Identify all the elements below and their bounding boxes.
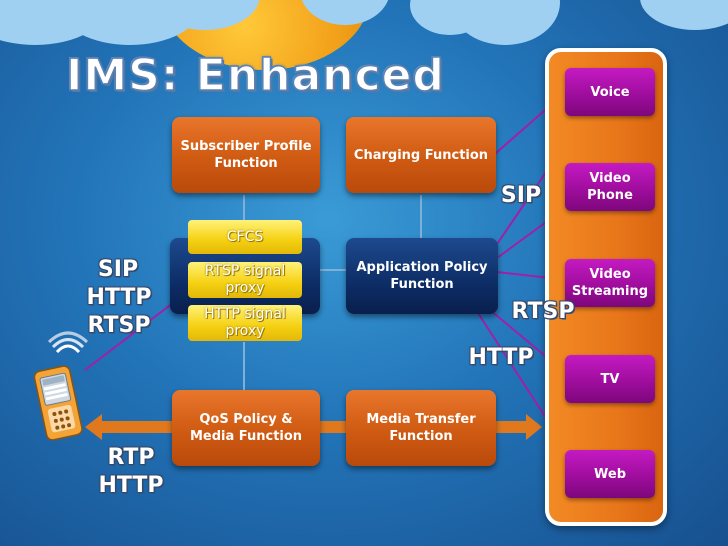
- subscriber-profile-function: Subscriber Profile Function: [172, 117, 320, 193]
- bottom-rtp-label: RTP: [107, 445, 155, 470]
- http-label: HTTP: [468, 345, 534, 370]
- rtsp-label: RTSP: [511, 299, 575, 324]
- slide-title: IMS: Enhanced: [65, 49, 445, 102]
- media-link: [318, 421, 348, 433]
- left-rtsp-label: RTSP: [87, 313, 151, 338]
- service-voice: Voice: [565, 68, 655, 116]
- rtsp-signal-proxy: RTSP signal proxy: [188, 262, 302, 298]
- qos-policy-media-function: QoS Policy & Media Function: [172, 390, 320, 466]
- service-video-phone: Video Phone: [565, 163, 655, 211]
- media-arrow-right: [496, 414, 542, 440]
- charging-function: Charging Function: [346, 117, 496, 193]
- media-arrow-left: [85, 414, 172, 440]
- service-video-streaming: Video Streaming: [565, 259, 655, 307]
- application-policy-function: Application Policy Function: [346, 238, 498, 314]
- left-sip-label: SIP: [97, 257, 139, 282]
- bottom-http-label: HTTP: [98, 473, 164, 498]
- http-signal-proxy: HTTP signal proxy: [188, 305, 302, 341]
- cfcs-box: CFCS: [188, 220, 302, 254]
- sip-label: SIP: [500, 183, 542, 208]
- media-transfer-function: Media Transfer Function: [346, 390, 496, 466]
- left-http-label: HTTP: [86, 285, 152, 310]
- service-web: Web: [565, 450, 655, 498]
- service-tv: TV: [565, 355, 655, 403]
